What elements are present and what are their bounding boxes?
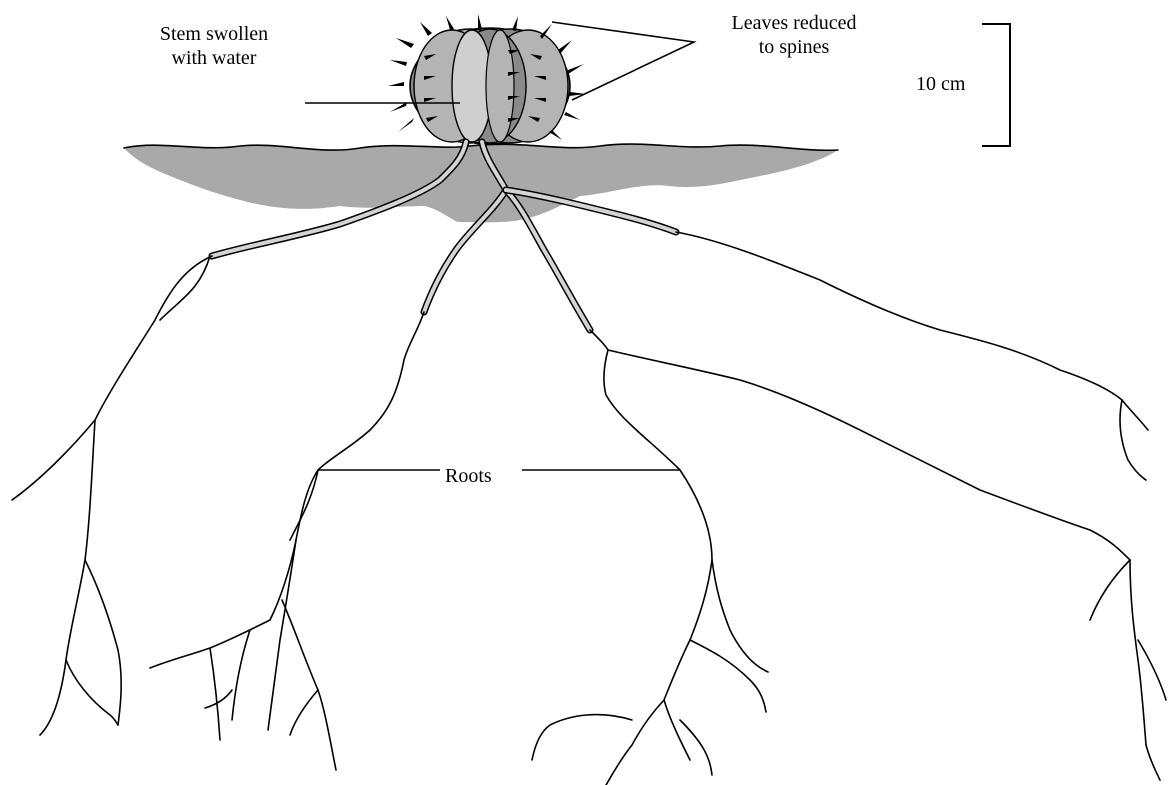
stem-label-line-2: with water bbox=[134, 46, 294, 70]
leaves-label-line-2: to spines bbox=[694, 35, 894, 59]
scale-bar bbox=[982, 24, 1010, 146]
leaves-label: Leaves reduced to spines bbox=[694, 11, 894, 59]
cactus-stem bbox=[410, 28, 570, 144]
soil-band bbox=[124, 144, 838, 222]
stem-label-line-1: Stem swollen bbox=[134, 22, 294, 46]
stem-label: Stem swollen with water bbox=[134, 22, 294, 70]
roots-label: Roots bbox=[443, 464, 494, 488]
leaves-pointer-lines bbox=[552, 22, 694, 100]
root-network bbox=[12, 232, 1166, 785]
leaves-label-line-1: Leaves reduced bbox=[694, 11, 894, 35]
scale-label: 10 cm bbox=[916, 72, 965, 96]
